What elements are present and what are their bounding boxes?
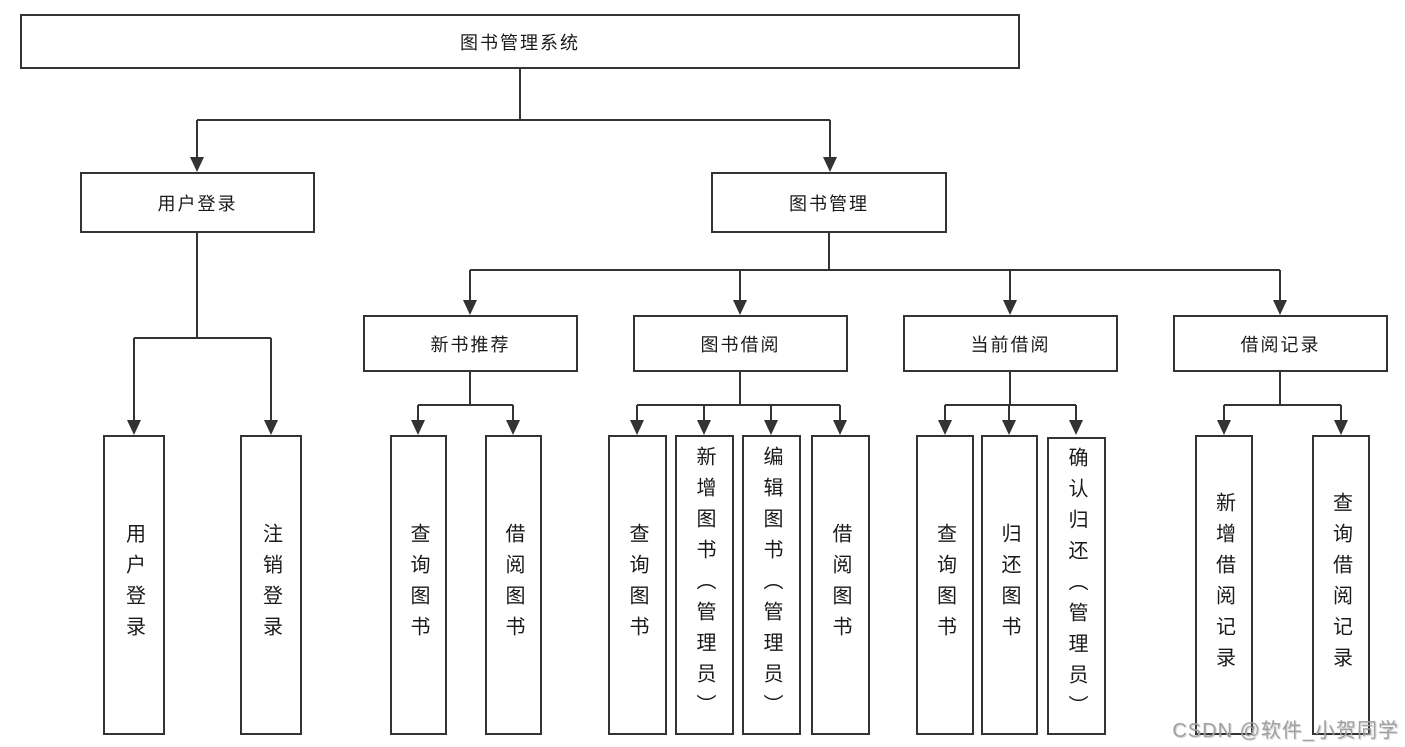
node-user-login-label: 用户登录 [157, 193, 238, 214]
leaf-query-books-borrowing: 查询图书 [608, 435, 667, 735]
node-book-borrowing: 图书借阅 [633, 315, 848, 372]
leaf-borrow-books-borrowing: 借阅图书 [811, 435, 870, 735]
leaf-query-borrowing-record-label: 查询借阅记录 [1329, 492, 1352, 678]
leaf-add-borrowing-record: 新增借阅记录 [1195, 435, 1253, 735]
node-book-management-label: 图书管理 [789, 193, 869, 214]
leaf-query-books-current: 查询图书 [916, 435, 974, 735]
leaf-edit-book-admin-label: 编辑图书（管理员） [760, 445, 782, 725]
leaf-query-borrowing-record: 查询借阅记录 [1312, 435, 1370, 735]
leaf-add-book-admin-label: 新增图书（管理员） [693, 445, 715, 725]
leaf-borrow-books-recommend-label: 借阅图书 [502, 523, 524, 647]
leaf-logout-label: 注销登录 [259, 523, 282, 647]
node-current-borrowing: 当前借阅 [903, 315, 1118, 372]
connector-segments [133, 69, 1342, 423]
node-library-management-system-label: 图书管理系统 [460, 32, 580, 53]
node-new-book-recommendation: 新书推荐 [363, 315, 578, 372]
leaf-borrow-books-recommend: 借阅图书 [485, 435, 542, 735]
node-borrowing-records: 借阅记录 [1173, 315, 1388, 372]
node-new-book-recommendation-label: 新书推荐 [430, 334, 511, 355]
csdn-watermark: CSDN @软件_小贺同学 [1172, 720, 1399, 742]
leaf-query-books-recommend: 查询图书 [390, 435, 447, 735]
leaf-return-books-label: 归还图书 [998, 523, 1020, 647]
node-user-login: 用户登录 [80, 172, 315, 233]
leaf-return-books: 归还图书 [981, 435, 1038, 735]
leaf-borrow-books-borrowing-label: 借阅图书 [829, 523, 851, 647]
leaf-query-books-current-label: 查询图书 [933, 523, 956, 647]
leaf-logout: 注销登录 [240, 435, 302, 735]
node-borrowing-records-label: 借阅记录 [1240, 334, 1321, 355]
node-library-management-system: 图书管理系统 [20, 14, 1020, 69]
node-book-management: 图书管理 [711, 172, 947, 233]
node-book-borrowing-label: 图书借阅 [700, 334, 781, 355]
leaf-add-borrowing-record-label: 新增借阅记录 [1212, 492, 1235, 678]
leaf-add-book-admin: 新增图书（管理员） [675, 435, 734, 735]
leaf-confirm-return-admin-label: 确认归还（管理员） [1065, 446, 1087, 726]
leaf-query-books-recommend-label: 查询图书 [407, 523, 429, 647]
leaf-user-login-label: 用户登录 [122, 523, 145, 647]
leaf-edit-book-admin: 编辑图书（管理员） [742, 435, 801, 735]
leaf-confirm-return-admin: 确认归还（管理员） [1047, 437, 1106, 735]
leaf-user-login: 用户登录 [103, 435, 165, 735]
node-current-borrowing-label: 当前借阅 [970, 334, 1051, 355]
leaf-query-books-borrowing-label: 查询图书 [626, 523, 648, 647]
